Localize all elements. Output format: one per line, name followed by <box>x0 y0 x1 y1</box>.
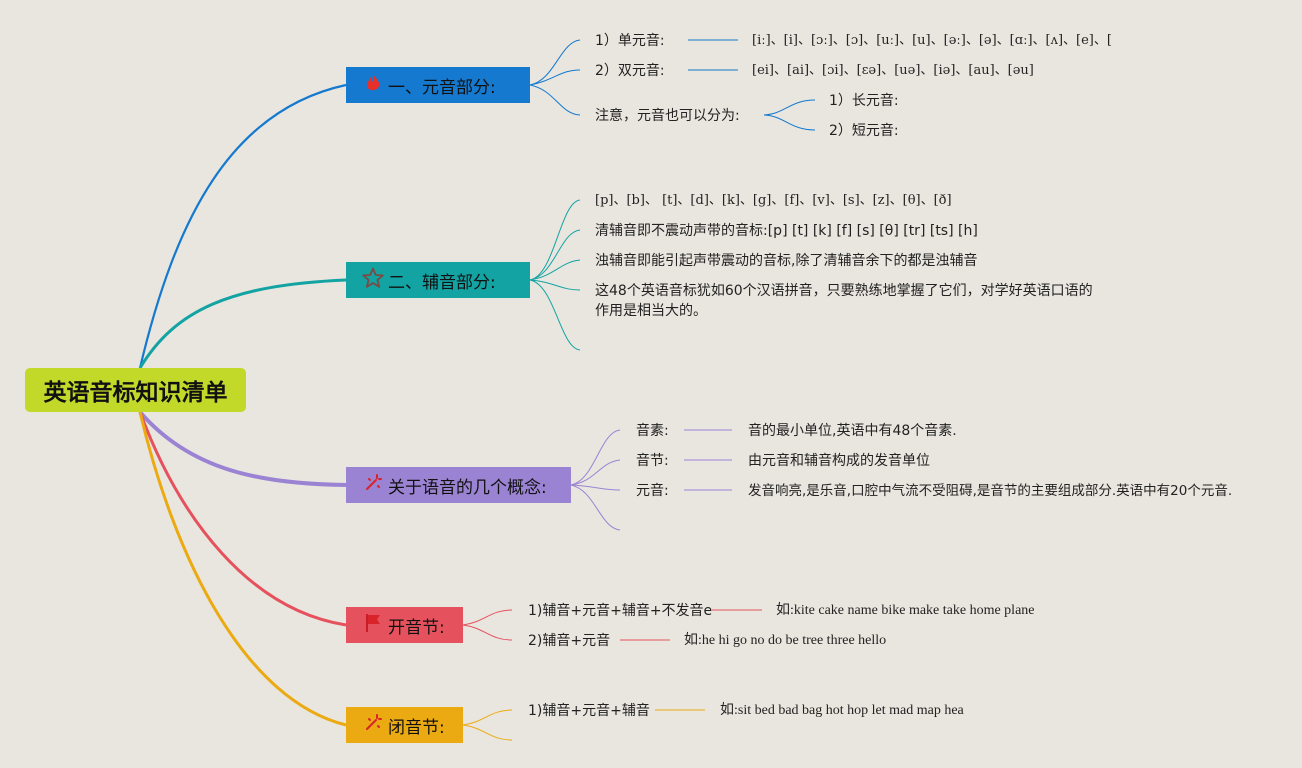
connector-consonant-list <box>529 199 581 281</box>
vowel-note: 注意，元音也可以分为: <box>595 108 740 124</box>
consonant-list: [p]、[b]、 [t]、[d]、[k]、[g]、[f]、[v]、[s]、[z]… <box>595 193 952 208</box>
closed-example1: 如:sit bed bad bag hot hop let mad map he… <box>720 703 964 718</box>
consonant-voiced: 浊辅音即能引起声带震动的音标,除了清辅音余下的都是浊辅音 <box>595 253 978 269</box>
branch-closed-title: 闭音节: <box>388 717 445 738</box>
connector-concept-phoneme <box>570 429 621 486</box>
connector-root-concepts <box>138 410 347 487</box>
consonant-summary: 这48个英语音标犹如60个汉语拼音，只要熟练地掌握了它们，对学好英语口语的作用是… <box>595 283 1093 319</box>
connector-consonant-summary <box>529 279 581 291</box>
connector-vowel-di <box>529 69 581 86</box>
connector-vowel-note-short <box>763 114 816 131</box>
connector-concept-syllable <box>570 459 621 486</box>
connector-consonant-voiced <box>529 259 581 281</box>
connector-concept-vowel <box>570 484 621 491</box>
connector-closed-empty <box>462 724 513 741</box>
branch-vowels[interactable]: 一、元音部分: <box>346 67 530 103</box>
flag-icon <box>362 613 384 638</box>
connector-concept-empty <box>570 484 621 531</box>
connector-consonant-voiceless <box>529 229 581 281</box>
connector-vowel-mono <box>529 39 581 86</box>
concept-vowel-label: 元音: <box>636 483 669 499</box>
vowel-mono-label: 1）单元音: <box>595 33 665 49</box>
concept-phoneme-value: 音的最小单位,英语中有48个音素. <box>748 423 957 439</box>
root-title: 英语音标知识清单 <box>43 380 228 406</box>
branch-vowels-title: 一、元音部分: <box>388 77 496 98</box>
fire-icon <box>362 73 384 98</box>
branch-closed-syllable[interactable]: 闭音节: <box>346 707 463 743</box>
concept-syllable-label: 音节: <box>636 453 669 469</box>
connector-open-rule2 <box>462 624 513 641</box>
branch-concepts[interactable]: 关于语音的几个概念: <box>346 467 571 503</box>
connector-closed-rule1 <box>462 709 513 726</box>
open-example2: 如:he hi go no do be tree three hello <box>684 633 887 648</box>
open-rule2: 2)辅音+元音 <box>528 633 611 649</box>
vowel-long: 1）长元音: <box>829 93 899 109</box>
connector-consonant-empty <box>529 279 581 351</box>
connector-vowel-note <box>529 84 581 116</box>
connector-root-vowels <box>138 83 347 369</box>
concept-vowel-value: 发音响亮,是乐音,口腔中气流不受阻碍,是音节的主要组成部分.英语中有20个元音. <box>748 483 1233 499</box>
connector-root-closed <box>138 411 347 727</box>
sparkle-icon <box>362 473 384 497</box>
consonant-voiceless: 清辅音即不震动声带的音标:[p] [t] [k] [f] [s] [θ] [tr… <box>595 223 978 239</box>
vowel-di-value: [ei]、[ai]、[ɔi]、[ɛə]、[uə]、[iə]、[au]、[əu] <box>752 63 1034 78</box>
branch-open-title: 开音节: <box>388 617 445 638</box>
star-icon <box>362 267 384 294</box>
concept-syllable-value: 由元音和辅音构成的发音单位 <box>748 453 930 469</box>
vowel-mono-value: [iː]、[i]、[ɔː]、[ɔ]、[uː]、[u]、[əː]、[ə]、[ɑː]… <box>752 33 1112 48</box>
vowel-short: 2）短元音: <box>829 123 899 139</box>
root-node[interactable]: 英语音标知识清单 <box>25 368 246 412</box>
branch-consonants-title: 二、辅音部分: <box>388 272 496 293</box>
branch-open-syllable[interactable]: 开音节: <box>346 607 463 643</box>
connector-root-open <box>138 411 347 627</box>
connector-root-consonants <box>138 278 347 369</box>
open-rule1: 1)辅音+元音+辅音+不发音e <box>528 603 713 619</box>
sparkle-icon <box>362 713 384 737</box>
branch-consonants[interactable]: 二、辅音部分: <box>346 262 530 298</box>
closed-rule1: 1)辅音+元音+辅音 <box>528 703 650 719</box>
open-example1: 如:kite cake name bike make take home pla… <box>776 603 1035 618</box>
connector-vowel-note-long <box>763 99 816 116</box>
concept-phoneme-label: 音素: <box>636 423 669 439</box>
vowel-di-label: 2）双元音: <box>595 63 665 79</box>
branch-concepts-title: 关于语音的几个概念: <box>388 477 547 498</box>
connector-open-rule1 <box>462 609 513 626</box>
